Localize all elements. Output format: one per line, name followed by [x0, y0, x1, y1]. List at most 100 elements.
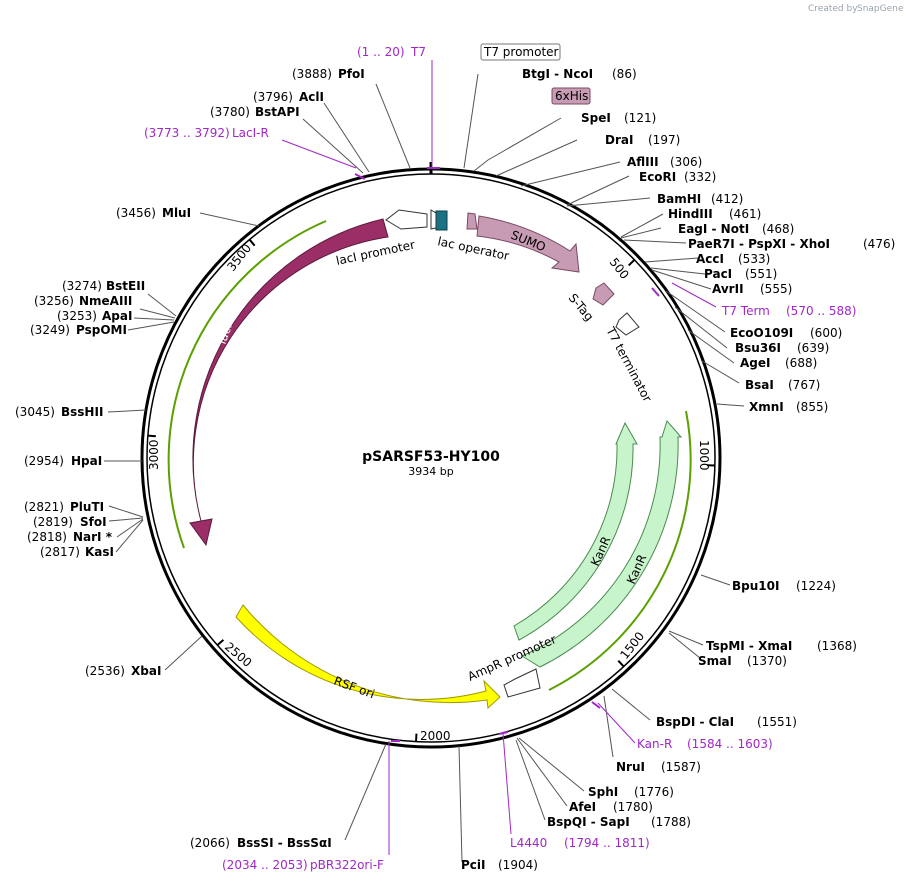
site-MluI-enz[interactable]: MluI [162, 206, 191, 220]
site-HpaI-pos: (2954) [24, 454, 64, 468]
site-DraI-enz[interactable]: DraI [605, 133, 633, 147]
site-BspDI-pos: (1551) [757, 715, 797, 729]
site-MluI-pos: (3456) [116, 206, 156, 220]
site-XbaI-pos: (2536) [85, 664, 125, 678]
site-SphI-enz[interactable]: SphI [588, 785, 618, 799]
primer-T7-range: (1 .. 20) [357, 45, 405, 59]
site-EcoRI-pos: (332) [684, 170, 716, 184]
site-BspDI-enz[interactable]: BspDI - ClaI [656, 715, 734, 729]
primer-T7-name: T7 [410, 45, 426, 59]
site-ApaI-enz[interactable]: ApaI [102, 309, 132, 323]
site-TspMI-enz[interactable]: TspMI - XmaI [706, 639, 792, 653]
primer-pBR322-name: pBR322ori-F [310, 858, 384, 872]
lacI-label: lacI [215, 322, 235, 346]
AmpR-promoter-feature[interactable] [503, 668, 541, 698]
site-PfoI-enz[interactable]: PfoI [338, 67, 365, 81]
lacI-highlight-arc [167, 220, 327, 549]
tick-3500 [248, 238, 256, 247]
site-AclI-enz[interactable]: AclI [299, 90, 324, 104]
site-SphI-pos: (1776) [634, 785, 674, 799]
site-PciI-enz[interactable]: PciI [461, 858, 486, 872]
primer-KanR-range: (1584 .. 1603) [687, 737, 773, 751]
site-NmeAIII-pos: (3256) [34, 294, 74, 308]
site-XbaI-enz[interactable]: XbaI [131, 664, 161, 678]
site-AflIII-enz[interactable]: AflIII [627, 155, 659, 169]
lacI-feature[interactable] [189, 218, 389, 547]
site-NmeAIII-enz[interactable]: NmeAIII [79, 294, 132, 308]
site-SfoI-enz[interactable]: SfoI [80, 515, 107, 529]
6xHis-box[interactable] [551, 87, 591, 105]
site-PacI-pos: (551) [745, 267, 777, 281]
SUMO-feature[interactable] [476, 215, 580, 273]
brand-prefix: Created by [808, 4, 858, 14]
site-NarI-enz[interactable]: NarI * [73, 530, 113, 544]
site-Bsu36I-enz[interactable]: Bsu36I [735, 341, 781, 355]
site-EcoO109I-enz[interactable]: EcoO109I [730, 326, 793, 340]
site-SmaI-enz[interactable]: SmaI [698, 654, 732, 668]
site-SpeI-pos: (121) [624, 111, 656, 125]
site-EagI-enz[interactable]: EagI - NotI [678, 222, 749, 236]
T7-terminator-label: T7 terminator [603, 324, 655, 404]
site-BsaI-enz[interactable]: BsaI [745, 378, 774, 392]
site-XmnI-enz[interactable]: XmnI [749, 400, 784, 414]
site-SfoI-pos: (2819) [33, 515, 73, 529]
t7-promoter-box-label: T7 promoter [483, 45, 559, 59]
site-PluTI-pos: (2821) [24, 500, 64, 514]
site-HpaI-enz[interactable]: HpaI [71, 454, 102, 468]
site-PciI-pos: (1904) [498, 858, 538, 872]
S-Tag-feature[interactable] [592, 282, 615, 306]
t7-promoter-box[interactable] [480, 43, 561, 61]
RSF-ori-label: RSF ori [332, 674, 377, 702]
site-HindIII-enz[interactable]: HindIII [668, 207, 713, 221]
site-NruI-pos: (1587) [661, 760, 701, 774]
site-BspQI-pos: (1788) [651, 815, 691, 829]
site-BssHII-enz[interactable]: BssHII [61, 405, 103, 419]
kanR-highlight-arc [548, 410, 692, 691]
site-PacI-enz[interactable]: PacI [704, 267, 732, 281]
tick-label-2000: 2000 [420, 729, 451, 743]
site-BssSI-pos: (2066) [190, 836, 230, 850]
site-EcoRI-enz[interactable]: EcoRI [639, 170, 676, 184]
site-AfeI-pos: (1780) [613, 800, 653, 814]
site-AccI-enz[interactable]: AccI [696, 252, 724, 266]
site-NruI-enz[interactable]: NruI [616, 760, 645, 774]
site-PfoI-pos: (3888) [292, 67, 332, 81]
tick-2500 [216, 639, 225, 646]
site-KasI-pos: (2817) [40, 545, 80, 559]
primer-L4440-range: (1794 .. 1811) [564, 836, 650, 850]
site-Bpu10I-enz[interactable]: Bpu10I [732, 579, 779, 593]
site-AclI-pos: (3796) [253, 90, 293, 104]
site-AvrII-enz[interactable]: AvrII [712, 282, 744, 296]
site-BtgI-enz[interactable]: BtgI - NcoI [522, 67, 593, 81]
site-AfeI-enz[interactable]: AfeI [569, 800, 596, 814]
plasmid-length: 3934 bp [408, 465, 453, 478]
lac-operator-feature[interactable] [435, 210, 448, 231]
site-BamHI-enz[interactable]: BamHI [657, 192, 701, 206]
site-BstEII-enz[interactable]: BstEII [106, 279, 145, 293]
site-PspOMI-enz[interactable]: PspOMI [76, 323, 127, 337]
primer-leaders [281, 60, 717, 855]
site-AvrII-pos: (555) [760, 282, 792, 296]
site-SmaI-pos: (1370) [747, 654, 787, 668]
site-PspOMI-pos: (3249) [30, 323, 70, 337]
KanR-feature-outer[interactable] [520, 419, 683, 668]
KanR-feature-inner[interactable] [513, 421, 638, 641]
RSF-ori-feature[interactable] [235, 604, 501, 710]
lac-operator-small-arrow [430, 209, 437, 230]
site-SpeI-enz[interactable]: SpeI [581, 111, 611, 125]
site-BssSI-enz[interactable]: BssSI - BssSαI [237, 836, 332, 850]
lacI-promoter-feature[interactable] [385, 209, 428, 230]
T7-terminator-feature[interactable] [615, 312, 640, 336]
site-Bpu10I-pos: (1224) [796, 579, 836, 593]
primer-L4440-name: L4440 [510, 836, 547, 850]
site-KasI-enz[interactable]: KasI [85, 545, 114, 559]
site-BamHI-pos: (412) [711, 192, 743, 206]
primer-LacI-R-name: LacI-R [232, 126, 269, 140]
site-BstAPI-pos: (3780) [210, 105, 250, 119]
site-BstAPI-enz[interactable]: BstAPI [255, 105, 300, 119]
site-PluTI-enz[interactable]: PluTI [70, 500, 104, 514]
site-PaeR7I-enz[interactable]: PaeR7I - PspXI - XhoI [688, 237, 830, 251]
site-AgeI-enz[interactable]: AgeI [740, 356, 770, 370]
site-BstEII-pos: (3274) [62, 279, 102, 293]
site-BspQI-enz[interactable]: BspQI - SapI [547, 815, 630, 829]
